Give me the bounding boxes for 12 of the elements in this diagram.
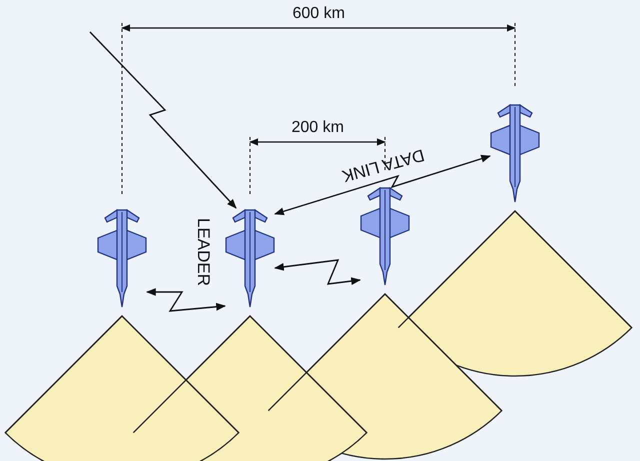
data-link-arrow	[146, 288, 226, 312]
data-link-arrow	[90, 32, 237, 209]
fighter-jet-icon	[490, 103, 540, 203]
fighter-jet-icon	[97, 208, 147, 308]
data-link-arrow	[274, 154, 491, 216]
dimension-label: 200 km	[292, 120, 344, 136]
dimension-label: 600 km	[292, 6, 345, 22]
aircraft-label: LEADER	[195, 218, 212, 286]
data-link-arrow	[274, 259, 361, 285]
edge-label: DATA LINK	[340, 146, 426, 184]
fighter-jet-icon	[225, 208, 275, 308]
fighter-jet-icon	[360, 186, 410, 286]
